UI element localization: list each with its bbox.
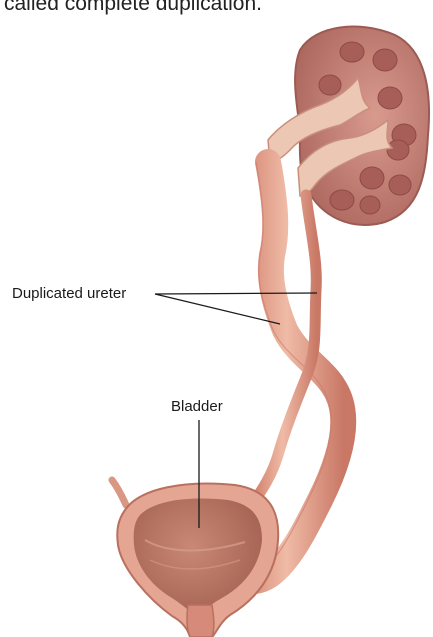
- kidney: [268, 27, 429, 225]
- bladder-label: Bladder: [171, 398, 223, 416]
- bladder: [117, 484, 278, 637]
- urethra: [187, 605, 214, 637]
- duplicated-ureter-label: Duplicated ureter: [12, 285, 126, 303]
- ureter-leader-upper: [155, 293, 317, 294]
